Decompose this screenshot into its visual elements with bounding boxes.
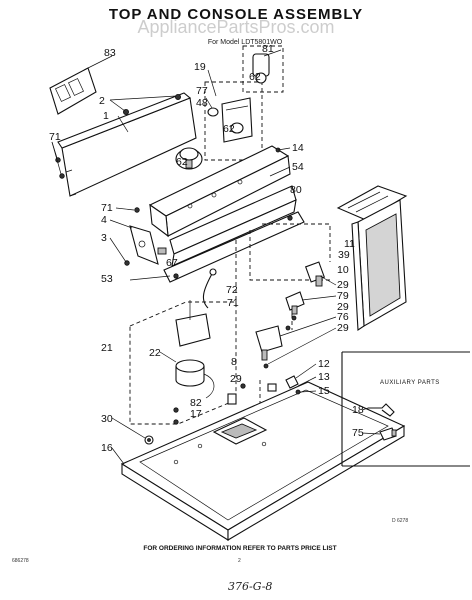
- auxiliary-parts-label: AUXILIARY PARTS: [380, 380, 440, 386]
- callout-30: 30: [101, 413, 113, 425]
- part-21-timer-group: [129, 300, 237, 425]
- part-67-clip: [157, 247, 167, 255]
- watermark: AppliancePartsPros.com: [137, 17, 334, 37]
- callout-11: 11: [344, 238, 355, 250]
- callout-12: 12: [318, 358, 330, 370]
- callout-39: 39: [338, 249, 350, 261]
- callout-2: 2: [99, 95, 105, 107]
- callout-48: 48: [196, 97, 208, 109]
- part-48-knob: [205, 97, 219, 117]
- callout-14: 14: [292, 142, 304, 154]
- callout-8: 8: [231, 356, 237, 368]
- callout-17: 17: [190, 408, 202, 420]
- callout-79: 79: [337, 290, 349, 302]
- hardware-on-cover: [144, 375, 301, 445]
- callout-22: 22: [149, 347, 161, 359]
- callout-29-c: 29: [337, 322, 349, 334]
- callout-75: 75: [352, 427, 364, 439]
- callout-10: 10: [337, 264, 349, 276]
- callout-3: 3: [101, 232, 107, 244]
- handwritten-note: 376-G-8: [228, 580, 272, 593]
- part-19-switch-group: [204, 81, 263, 161]
- callout-29-b: 29: [337, 301, 349, 313]
- callout-76: 76: [337, 311, 349, 323]
- callout-71-low: 71: [227, 297, 239, 309]
- part-11-light-lens: [336, 185, 408, 221]
- part-72-wire: [202, 268, 217, 309]
- callout-29-d: 29: [230, 373, 242, 385]
- callout-71-left: 71: [49, 131, 61, 143]
- callout-53: 53: [101, 273, 113, 285]
- screw-71-upper: [115, 207, 140, 213]
- callout-18: 18: [352, 404, 364, 416]
- part-4-bracket: [109, 219, 159, 266]
- part-10-light-housing: [351, 199, 407, 331]
- part-76-connector: [255, 325, 283, 361]
- drawing-code: D 6278: [392, 518, 408, 524]
- callout-77: 77: [196, 85, 208, 97]
- callout-54: 54: [292, 161, 304, 173]
- part-1-console-panel: [57, 92, 197, 197]
- diagram-title: TOP AND CONSOLE ASSEMBLY: [109, 6, 363, 23]
- callout-21: 21: [101, 342, 113, 354]
- screw-icon-set-2: [109, 94, 181, 116]
- page-number: 2: [238, 558, 241, 564]
- callout-62-mid: 62: [223, 123, 235, 135]
- callout-71-mid: 71: [101, 202, 113, 214]
- callout-82: 82: [190, 397, 202, 409]
- callout-80: 80: [290, 184, 302, 196]
- ordering-note: FOR ORDERING INFORMATION REFER TO PARTS …: [143, 545, 336, 552]
- part-39-switch: [304, 261, 326, 287]
- callout-62-knob: 62: [176, 156, 188, 168]
- screw-29-set: [263, 315, 297, 369]
- callout-leaders: [83, 55, 381, 465]
- part-83-panel-insert: [49, 67, 97, 115]
- part-54-console-body: [148, 145, 291, 238]
- auxiliary-parts-box: AUXILIARY PARTS: [341, 351, 470, 467]
- part-80-channel: [169, 185, 297, 267]
- callout-15: 15: [318, 385, 330, 397]
- part-16-top-cover: [120, 381, 406, 541]
- callout-67: 67: [166, 257, 178, 269]
- callout-13: 13: [318, 371, 330, 383]
- dashed-leaders: [235, 223, 331, 420]
- part-81-knob-group: [242, 45, 284, 93]
- part-79-bracket: [285, 291, 305, 315]
- callout-1: 1: [103, 110, 109, 122]
- callout-16: 16: [101, 442, 113, 454]
- callout-72: 72: [226, 284, 238, 296]
- callout-29-a: 29: [337, 279, 349, 291]
- page-code: 686278: [12, 558, 29, 564]
- callout-19: 19: [194, 61, 206, 73]
- model-subtitle: For Model LDT5801WO: [208, 39, 283, 46]
- callout-62-top: 62: [249, 71, 261, 83]
- screw-icon-set-71: [51, 141, 65, 179]
- callout-labels: 83 81 19 62 2 77 48 62 1 71 14 62 54 80 …: [49, 43, 364, 454]
- callout-81: 81: [262, 43, 274, 55]
- part-53-rail: [163, 211, 305, 283]
- part-62-timer-knob: [175, 147, 203, 170]
- callout-4: 4: [101, 214, 107, 226]
- callout-83: 83: [104, 47, 116, 59]
